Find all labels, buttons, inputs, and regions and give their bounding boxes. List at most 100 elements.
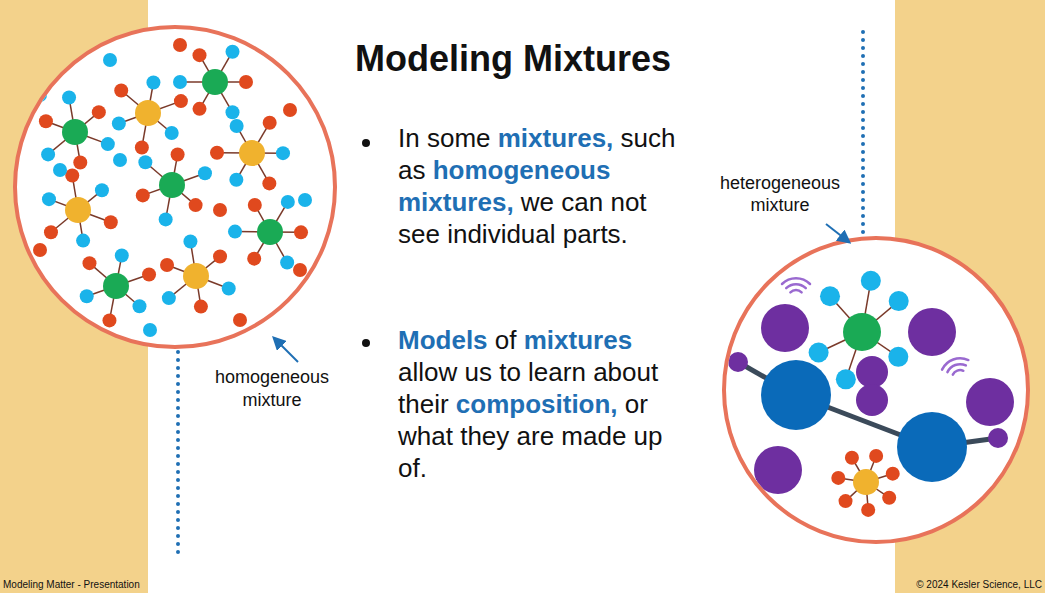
molecule-illustration <box>728 271 1014 517</box>
atom-dot <box>889 291 909 311</box>
atom-dot <box>65 197 91 223</box>
atom-dot <box>280 256 294 270</box>
atom-dot <box>104 215 118 229</box>
atom-dot <box>183 234 197 248</box>
atom-dot <box>761 360 831 430</box>
atom-dot <box>882 491 896 505</box>
atom-dot <box>62 91 76 105</box>
atom-dot <box>82 256 96 270</box>
atom-dot <box>897 412 967 482</box>
atom-dot <box>861 271 881 291</box>
dotted-line <box>176 352 180 560</box>
dotted-line <box>861 32 865 236</box>
atom-dot <box>809 343 829 363</box>
atom-dot <box>65 168 79 182</box>
atom-dot <box>33 243 47 257</box>
atom-dot <box>831 471 845 485</box>
atom-dot <box>183 263 209 289</box>
atom-dot <box>856 384 888 416</box>
bullet-dot <box>362 339 370 347</box>
atom-dot <box>247 252 261 266</box>
atom-dot <box>135 140 149 154</box>
motion-mark <box>786 284 806 288</box>
atom-dot <box>42 192 56 206</box>
atom-dot <box>276 146 290 160</box>
footer-text: © 2024 Kesler Science, LLC <box>842 579 1042 591</box>
atom-dot <box>262 176 276 190</box>
atom-dot <box>165 126 179 140</box>
atom-dot <box>138 155 152 169</box>
atom-dot <box>239 75 253 89</box>
motion-mark <box>940 355 968 370</box>
atom-dot <box>102 313 116 327</box>
atom-dot <box>908 308 956 356</box>
atom-dot <box>92 105 106 119</box>
atom-dot <box>233 313 247 327</box>
atom-dot <box>861 503 875 517</box>
atom-dot <box>281 195 295 209</box>
atom-dot <box>174 94 188 108</box>
atom-dot <box>162 291 176 305</box>
atom-dot <box>115 249 129 263</box>
atom-dot <box>76 234 90 248</box>
atom-dot <box>839 494 853 508</box>
atom-dot <box>226 105 240 119</box>
atom-dot <box>193 102 207 116</box>
atom-dot <box>230 119 244 133</box>
leader-arrow <box>826 224 849 242</box>
atom-dot <box>298 193 312 207</box>
atom-dot <box>213 203 227 217</box>
atom-dot <box>820 286 840 306</box>
bullet-text: In some mixtures, such as homogeneous mi… <box>398 122 688 250</box>
atom-dot <box>853 469 879 495</box>
atom-dot <box>222 281 236 295</box>
atom-dot <box>257 219 283 245</box>
mixture-circle <box>724 238 1028 542</box>
atom-dot <box>836 369 856 389</box>
motion-mark <box>790 290 801 292</box>
atom-dot <box>146 75 160 89</box>
atom-dot <box>135 100 161 126</box>
atom-dot <box>761 304 809 352</box>
atom-dot <box>198 166 212 180</box>
atom-dot <box>293 263 307 277</box>
molecule-illustration <box>33 38 312 337</box>
atom-dot <box>44 225 58 239</box>
atom-dot <box>210 146 224 160</box>
atom-dot <box>228 225 242 239</box>
atom-dot <box>159 212 173 226</box>
atom-dot <box>171 148 185 162</box>
atom-dot <box>239 140 265 166</box>
atom-dot <box>213 249 227 263</box>
atom-dot <box>966 378 1014 426</box>
atom-dot <box>114 83 128 97</box>
atom-dot <box>845 451 859 465</box>
mixture-circle <box>15 27 335 347</box>
atom-dot <box>226 45 240 59</box>
callout-label: homogeneous mixture <box>192 366 352 412</box>
atom-dot <box>62 119 88 145</box>
atom-dot <box>988 428 1008 448</box>
atom-dot <box>53 163 67 177</box>
atom-dot <box>173 75 187 89</box>
atom-dot <box>142 267 156 281</box>
atom-dot <box>283 103 297 117</box>
atom-dot <box>194 300 208 314</box>
atom-dot <box>73 156 87 170</box>
atom-dot <box>112 117 126 131</box>
callout-label: heterogeneous mixture <box>700 172 860 216</box>
leader-arrow <box>274 338 298 362</box>
bullet-text: Models of mixtures allow us to learn abo… <box>398 324 688 484</box>
atom-dot <box>856 356 888 388</box>
atom-dot <box>136 188 150 202</box>
atom-dot <box>39 114 53 128</box>
atom-dot <box>754 446 802 494</box>
atom-dot <box>173 38 187 52</box>
atom-dot <box>113 153 127 167</box>
atom-dot <box>888 347 908 367</box>
atom-dot <box>294 225 308 239</box>
atom-dot <box>189 198 203 212</box>
atom-dot <box>202 69 228 95</box>
atom-dot <box>160 258 174 272</box>
